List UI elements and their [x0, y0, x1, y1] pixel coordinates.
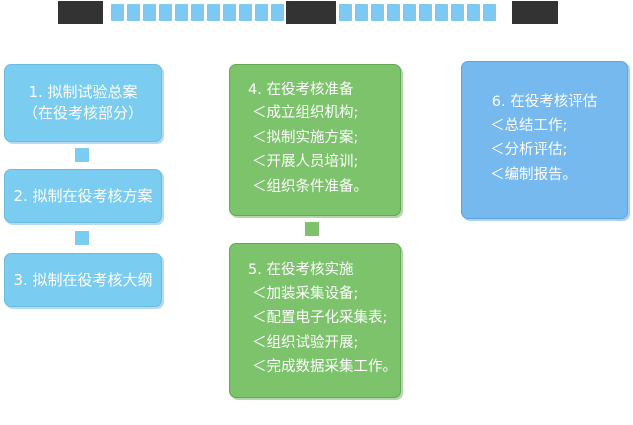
step-1-subtitle: （在役考核部分）: [22, 104, 143, 122]
redaction-text-21: [483, 4, 496, 21]
flow-box-step-3[interactable]: 3. 拟制在役考核大纲: [4, 253, 162, 307]
redaction-text-20: [467, 4, 480, 21]
redaction-dark-3: [512, 1, 558, 24]
redaction-text-12: [339, 4, 352, 21]
step-5-item-1: ＜加装采集设备;: [252, 285, 359, 302]
step-4-item-4: ＜组织条件准备。: [252, 178, 368, 195]
flow-box-step-2[interactable]: 2. 拟制在役考核方案: [4, 169, 162, 223]
step-4-item-3: ＜开展人员培训;: [252, 154, 359, 171]
step-5-item-3: ＜组织试验开展;: [252, 334, 359, 351]
redaction-text-9: [239, 4, 252, 21]
redaction-text-1: [111, 4, 124, 21]
redaction-dark-2: [286, 1, 336, 24]
step-5-item-4: ＜完成数据采集工作。: [252, 359, 397, 376]
redaction-text-15: [387, 4, 400, 21]
step-5-title: 5. 在役考核实施: [248, 262, 354, 279]
step-4-item-1: ＜成立组织机构;: [252, 105, 359, 122]
redaction-text-13: [355, 4, 368, 21]
redaction-text-16: [403, 4, 416, 21]
redaction-text-8: [223, 4, 236, 21]
flow-box-step-6[interactable]: 6. 在役考核评估 ＜总结工作; ＜分析评估; ＜编制报告。: [461, 61, 628, 219]
step-2-title: 2. 拟制在役考核方案: [13, 186, 153, 205]
redaction-text-11: [271, 4, 284, 21]
redaction-text-14: [371, 4, 384, 21]
redaction-text-19: [451, 4, 464, 21]
step-3-title: 3. 拟制在役考核大纲: [13, 270, 153, 289]
connector-step1-step2: [75, 148, 89, 162]
redaction-text-17: [419, 4, 432, 21]
step-1-title: 1. 拟制试验总案: [28, 83, 138, 101]
redaction-text-2: [127, 4, 140, 21]
step-6-item-3: ＜编制报告。: [490, 166, 577, 183]
flow-box-step-4[interactable]: 4. 在役考核准备 ＜成立组织机构; ＜拟制实施方案; ＜开展人员培训; ＜组织…: [229, 64, 401, 216]
connector-step4-step5: [305, 222, 319, 236]
step-6-item-2: ＜分析评估;: [490, 142, 568, 158]
flow-box-step-1[interactable]: 1. 拟制试验总案 （在役考核部分）: [4, 64, 162, 142]
redaction-text-5: [175, 4, 188, 21]
step-4-title: 4. 在役考核准备: [248, 81, 354, 98]
redaction-text-10: [255, 4, 268, 21]
redaction-text-6: [191, 4, 204, 21]
step-6-title: 6. 在役考核评估: [491, 94, 598, 110]
redaction-dark-1: [58, 1, 103, 24]
connector-step2-step3: [75, 231, 89, 245]
redaction-text-4: [159, 4, 172, 21]
step-5-item-2: ＜配置电子化采集表;: [252, 310, 388, 327]
redaction-text-3: [143, 4, 156, 21]
flow-box-step-5[interactable]: 5. 在役考核实施 ＜加装采集设备; ＜配置电子化采集表; ＜组织试验开展; ＜…: [229, 243, 401, 398]
step-4-item-2: ＜拟制实施方案;: [252, 129, 359, 146]
redaction-text-7: [207, 4, 220, 21]
step-6-item-1: ＜总结工作;: [490, 117, 568, 134]
redaction-text-18: [435, 4, 448, 21]
